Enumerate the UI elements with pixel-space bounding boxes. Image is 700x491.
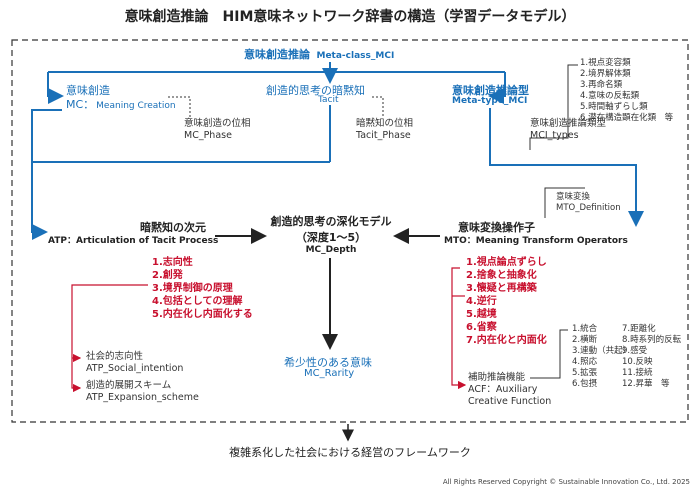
mc-jp: 意味創造 xyxy=(66,84,110,97)
bottom-framework: 複雑系化した社会における経営のフレームワーク xyxy=(229,446,471,459)
type-en: Meta-type_MCI xyxy=(452,96,528,106)
tacit-en: Tacit xyxy=(318,95,339,105)
mto-jp: 意味変換操作子 xyxy=(458,221,535,234)
atp-en: ATP：Articulation of Tacit Process xyxy=(48,236,219,246)
type-jp: 意味創造推論型 xyxy=(452,84,529,97)
tacit-jp: 創造的思考の暗黙知 xyxy=(266,84,365,97)
outer-frame xyxy=(11,39,689,423)
mto-en: MTO：Meaning Transform Operators xyxy=(444,236,628,246)
mto-list: 1.視点論点ずらし 2.捨象と抽象化 3.懐疑と再構築 4.逆行 5.越境 6.… xyxy=(466,257,547,346)
aux-col1: 1.統合 2.横断 3.連動（共起） 4.照応 5.拡張 6.包摂 xyxy=(572,324,632,389)
atp-jp: 暗黙知の次元 xyxy=(140,221,206,234)
mci-heading: 意味創造推論 Meta-class_MCI xyxy=(244,48,395,61)
aux-function: 補助推論機能 ACF：Auxiliary Creative Function xyxy=(468,372,552,407)
types-list: 1.視点変容類 2.境界解体類 3.再命名類 4.意味の反転類 5.時間軸ずらし… xyxy=(580,58,674,123)
mc-label: MC：Meaning Creation xyxy=(66,98,176,111)
copyright-footer: All Rights Reserved Copyright © Sustaina… xyxy=(442,478,690,486)
rarity-en: MC_Rarity xyxy=(304,368,355,379)
page-title: 意味創造推論 HIM意味ネットワーク辞書の構造（学習データモデル） xyxy=(124,9,576,25)
aux-col2: 7.距離化 8.時系列的反転 9.感受 10.反映 11.接続 12.昇華 等 xyxy=(622,324,682,389)
atp-list: 1.志向性 2.創発 3.境界制御の原理 4.包括としての理解 5.内在化し内面… xyxy=(152,257,253,320)
depth-model: 創造的思考の深化モデル （深度1〜5） MC_Depth xyxy=(270,215,392,255)
rarity-jp: 希少性のある意味 xyxy=(284,356,372,369)
